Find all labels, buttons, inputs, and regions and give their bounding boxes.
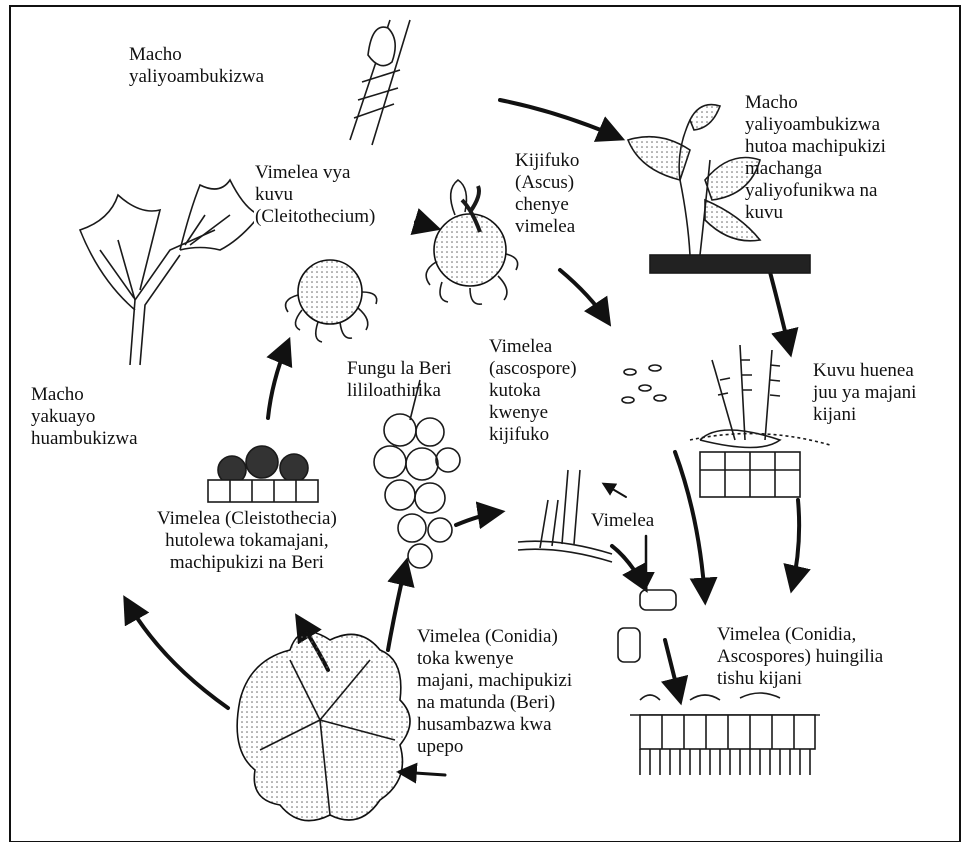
label-buds-infected: Macho yakuayo huambukizwa [30, 384, 139, 450]
label-ascus: Kijifuko (Ascus) chenye vimelea [514, 150, 580, 238]
arrow-spores-to-conidia [612, 546, 645, 588]
label-penetrate: Vimelea (Conidia, Ascospores) huingilia … [716, 624, 884, 690]
vine-leaf-illustration [80, 180, 260, 365]
berry-cluster-illustration [374, 380, 460, 568]
cleistothecia-on-leaf-illustration [208, 446, 318, 502]
arrow-cleisto-to-ascus [416, 222, 436, 228]
arrow-spores-small [604, 484, 626, 497]
arrow-berry-to-spores [456, 512, 500, 525]
leaf-tissue-illustration [630, 693, 820, 775]
arrow-buds-to-shoots [500, 100, 620, 138]
infected-bud-illustration [350, 20, 410, 145]
arrow-ascus-to-ascospore [560, 270, 608, 322]
label-shoots: Macho yaliyoambukizwa hutoa machipukizi … [744, 92, 887, 224]
label-cleistothecium: Vimelea vya kuvu (Cleitothecium) [254, 162, 376, 228]
label-berry: Fungu la Beri lililoathirika [346, 358, 453, 402]
label-cleistothecia-released: Vimelea (Cleistothecia) hutolewa tokamaj… [156, 508, 338, 574]
infected-leaf-illustration [237, 632, 410, 821]
label-spores: Vimelea [590, 510, 655, 532]
arrow-mycelium-to-penetrate [792, 500, 799, 588]
mycelium-illustration [690, 345, 830, 497]
arrow-leaf-to-berry [388, 563, 406, 650]
ascus-illustration [426, 180, 517, 304]
ascospores-illustration [622, 365, 666, 403]
label-mycelium: Kuvu huenea juu ya majani kijani [812, 360, 917, 426]
arrow-conidia-to-tissue [665, 640, 680, 700]
arrow-shoots-to-mycelium [770, 272, 790, 352]
cleistothecium-illustration [286, 260, 377, 342]
label-ascospore: Vimelea (ascospore) kutoka kwenye kijifu… [488, 336, 578, 446]
label-infected-buds: Macho yaliyoambukizwa [128, 44, 265, 88]
arrow-wind-pointer [400, 772, 445, 775]
label-conidia-wind: Vimelea (Conidia) toka kwenye majani, ma… [416, 626, 573, 758]
arrow-bottom-to-leaf [126, 600, 228, 708]
arrow-cleistothecia-up [268, 342, 288, 418]
